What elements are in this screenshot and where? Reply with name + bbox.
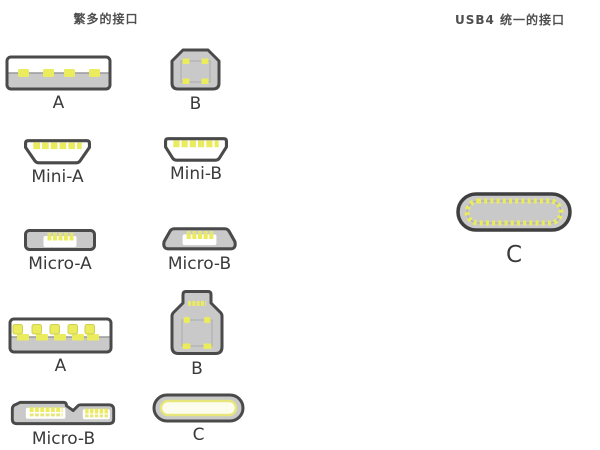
usb-a-connector-icon <box>5 55 112 91</box>
usb-mini-b-connector-icon <box>164 137 228 162</box>
usb-b-connector: B <box>168 47 223 114</box>
connector-label: Mini-A <box>31 167 84 187</box>
usb-a-pins <box>18 69 100 77</box>
connector-label: C <box>192 425 205 445</box>
usb3-micro-b-connector: Micro-B <box>8 399 119 449</box>
connector-label: C <box>505 242 523 268</box>
usb-c-connector: C <box>152 393 245 445</box>
connector-label: Mini-B <box>169 164 223 184</box>
right-panel-title: USB4 统一的接口 <box>454 13 566 27</box>
connector-label: A <box>54 356 67 376</box>
usb3-b-connector: B <box>169 289 225 379</box>
left-panel-title: 繁多的接口 <box>73 12 139 26</box>
usb3-a-connector-icon <box>8 317 113 354</box>
usb-c-connector-icon <box>152 393 245 423</box>
usb-micro-b-connector: Micro-B <box>160 226 239 274</box>
usb3-b-connector-icon <box>170 290 224 355</box>
usb-mini-a-connector: Mini-A <box>24 138 91 187</box>
usb3-a-connector: A <box>8 317 113 376</box>
usb3-a-pins <box>12 324 99 341</box>
connector-label: A <box>52 93 65 113</box>
usb-c-large-connector: C <box>455 192 573 268</box>
usb-mini-a-connector-icon <box>24 139 91 165</box>
usb-micro-b-connector-icon <box>162 227 237 251</box>
usb-c-pins <box>159 399 238 417</box>
usb-mini-b-connector: Mini-B <box>164 136 228 184</box>
usb-b-connector-icon <box>170 48 221 91</box>
usb-micro-a-connector-icon <box>24 229 96 251</box>
connector-label: Micro-A <box>28 254 92 274</box>
usb-c-large-connector-icon <box>456 192 572 232</box>
connector-label: Micro-B <box>167 254 232 274</box>
usb3-b-pins <box>182 317 212 349</box>
usb-a-connector: A <box>5 55 112 113</box>
usb-b-pins <box>182 58 209 84</box>
usb-micro-a-connector: Micro-A <box>23 228 97 274</box>
connector-label: B <box>189 94 202 114</box>
connector-label: Micro-B <box>31 429 96 449</box>
connector-label: B <box>191 359 203 379</box>
usb-c-large-pins <box>464 198 564 226</box>
usb3-micro-b-connector-icon <box>10 400 116 426</box>
